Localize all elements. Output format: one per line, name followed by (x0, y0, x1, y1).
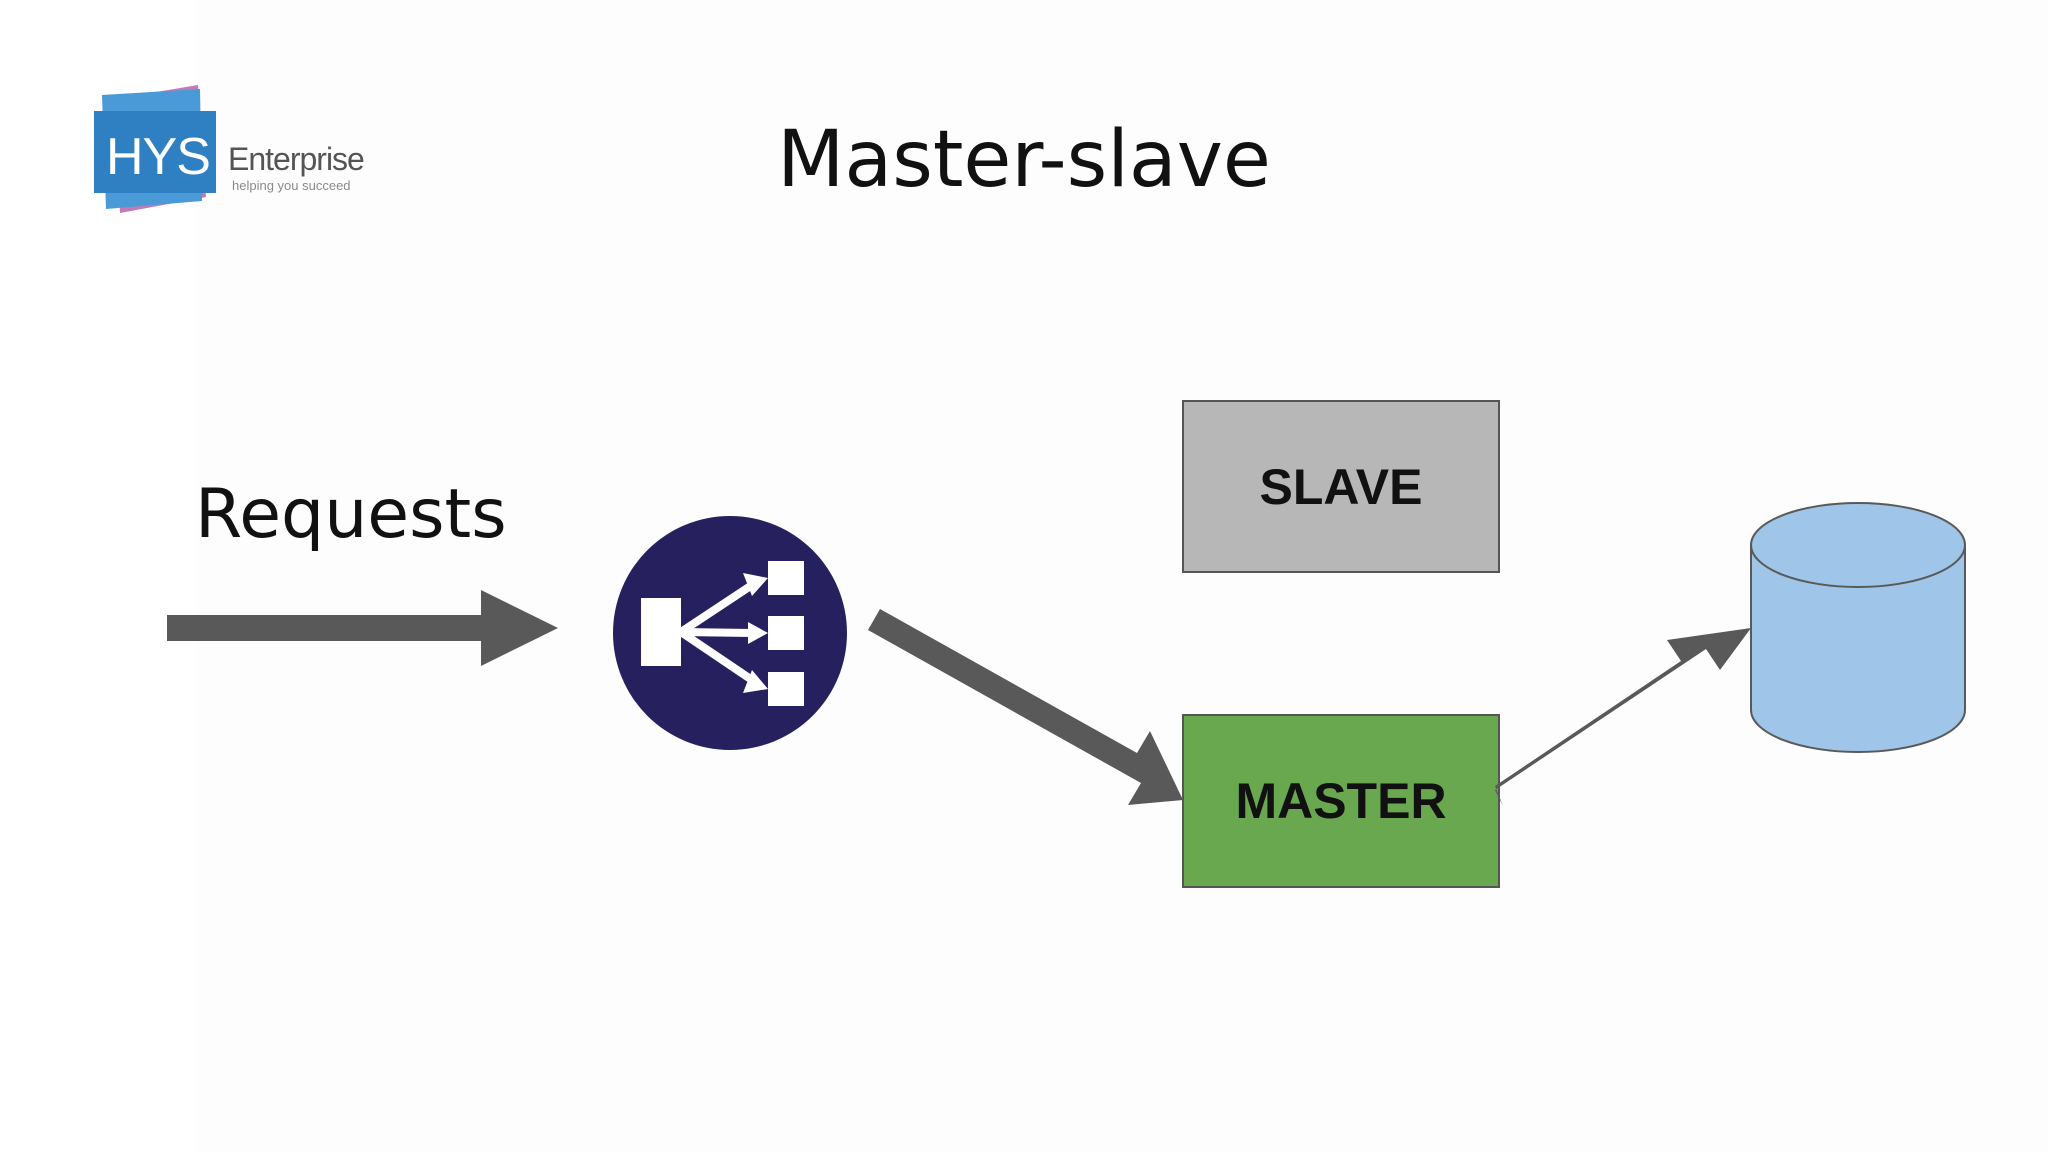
slide-title: Master-slave (777, 115, 1271, 205)
logo-shape-icon (94, 85, 216, 213)
logo-tagline: helping you succeed (232, 178, 351, 193)
slave-node: SLAVE (1182, 400, 1500, 573)
master-node: MASTER (1182, 714, 1500, 888)
logo-name: Enterprise (228, 141, 365, 177)
logo-mark: HYS (106, 128, 211, 186)
requests-label: Requests (195, 475, 507, 554)
company-logo: HYS Enterprise helping you succeed (90, 85, 380, 220)
master-label: MASTER (1235, 773, 1447, 829)
slave-label: SLAVE (1259, 458, 1423, 515)
